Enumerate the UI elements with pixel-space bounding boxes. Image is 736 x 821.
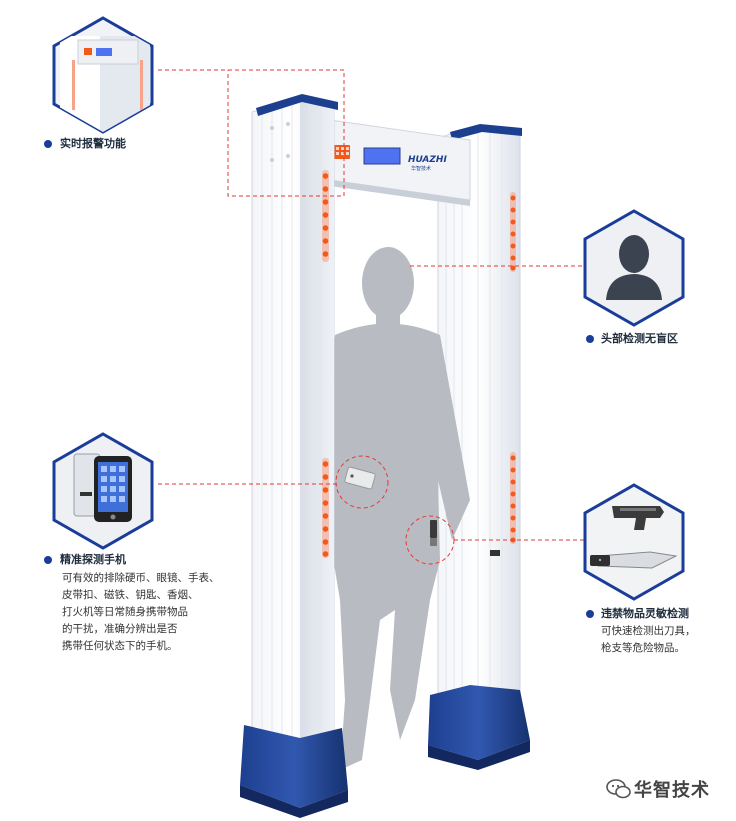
- hex-phone: [52, 432, 154, 550]
- person-silhouette: [318, 247, 470, 770]
- hex-head: [583, 209, 685, 327]
- desc-line: 可快速检测出刀具，: [601, 625, 696, 637]
- feature-title-head: 头部检测无盲区: [601, 332, 678, 345]
- left-alarm-leds-bottom: [322, 458, 329, 558]
- watermark-text: 华智技术: [634, 780, 710, 801]
- pocket-knife: [430, 520, 437, 546]
- hex-weapon: [583, 483, 685, 601]
- wechat-icon: [606, 779, 631, 799]
- left-alarm-leds-top: [322, 170, 329, 262]
- bullet-weapon: [586, 610, 594, 618]
- right-alarm-leds-bottom: [510, 452, 516, 544]
- bullet-alarm: [44, 140, 52, 148]
- desc-line: 可有效的排除硬币、眼镜、手表、: [62, 572, 220, 584]
- person-head-icon: [606, 235, 662, 300]
- desc-line: 携带任何状态下的手机。: [62, 640, 178, 652]
- feature-desc-weapon: 可快速检测出刀具， 枪支等危险物品。: [601, 623, 696, 657]
- desc-line: 枪支等危险物品。: [601, 642, 685, 654]
- right-pillar: [428, 124, 530, 770]
- feature-title-phone: 精准探测手机: [60, 553, 126, 566]
- bullet-phone: [44, 556, 52, 564]
- bullet-head: [586, 335, 594, 343]
- gun-knife-icon: [590, 506, 678, 569]
- feature-desc-phone: 可有效的排除硬币、眼镜、手表、 皮带扣、磁铁、钥匙、香烟、 打火机等日常随身携带…: [62, 570, 220, 655]
- desc-line: 皮带扣、磁铁、钥匙、香烟、: [62, 589, 199, 601]
- callout-lines: [158, 69, 584, 565]
- desc-line: 的干扰，准确分辨出是否: [62, 623, 178, 635]
- gate-brand-en: HUAZHI: [408, 155, 447, 165]
- lcd-screen: [363, 147, 401, 165]
- desc-line: 打火机等日常随身携带物品: [62, 606, 188, 618]
- crossbar: HUAZHI 华智技术: [329, 119, 471, 206]
- feature-title-alarm: 实时报警功能: [60, 137, 126, 150]
- phone-icon: [73, 453, 132, 522]
- left-pillar: [240, 94, 348, 818]
- watermark: 华智技术: [606, 774, 726, 801]
- gate-brand-cn: 华智技术: [411, 165, 431, 172]
- pocket-phone: [344, 466, 376, 490]
- hex-alarm: [52, 16, 154, 134]
- feature-title-weapon: 违禁物品灵敏检测: [601, 607, 689, 620]
- right-alarm-leds-top: [510, 192, 516, 272]
